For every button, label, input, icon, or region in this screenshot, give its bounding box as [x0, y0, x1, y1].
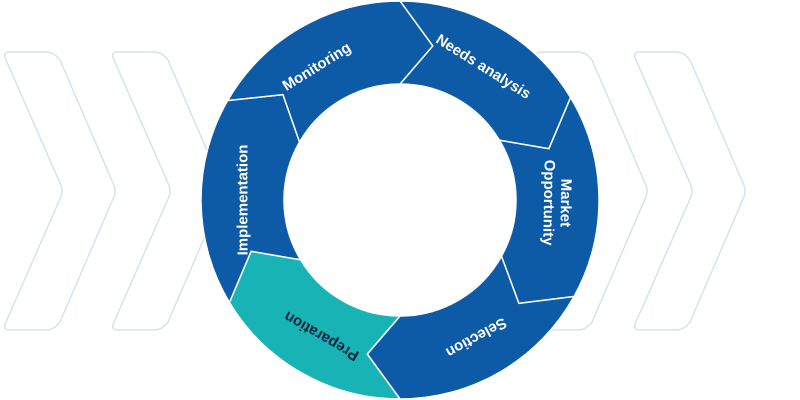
chevron-right-icon	[633, 51, 746, 331]
chevron-right-icon	[111, 51, 224, 331]
stage-monitoring: Monitoring	[226, 0, 434, 143]
stage-preparation: Preparation	[228, 250, 401, 400]
stage-segment-monitoring	[226, 0, 434, 143]
stage-implementation: Implementation	[200, 93, 302, 304]
stage-needs-analysis: Needs analysis	[399, 0, 572, 150]
chevron-right-icon	[3, 51, 116, 331]
stage-label-market-opportunity: MarketOpportunity	[539, 160, 575, 247]
stage-label-implementation: Implementation	[235, 145, 252, 256]
